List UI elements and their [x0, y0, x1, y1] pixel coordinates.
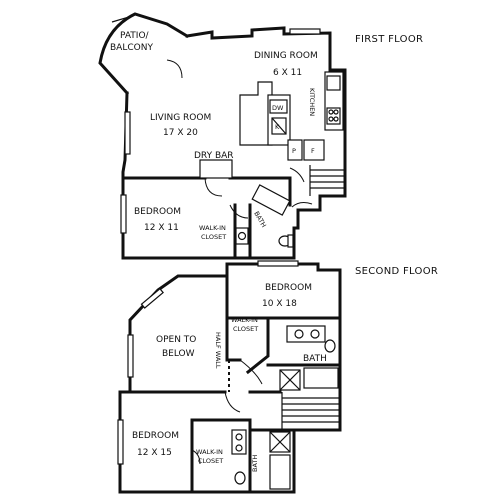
closet-b-label-line2: CLOSET	[198, 457, 223, 465]
second-floor-stairs	[281, 392, 340, 430]
pantry-label: P	[292, 147, 296, 155]
second-north-window	[257, 260, 299, 267]
patio-wall	[98, 12, 190, 96]
range	[326, 75, 341, 91]
closet-a-label-line1: WALK-IN	[231, 316, 258, 324]
open-to-below-line1: OPEN TO	[156, 335, 196, 345]
bedroom-south-wall	[192, 226, 296, 260]
bedroom-window	[120, 194, 127, 234]
closet-b-wall	[190, 418, 252, 494]
bedroom-b-label: BEDROOM	[132, 431, 179, 441]
patio-label-line2: BALCONY	[110, 43, 153, 53]
k-label: K	[275, 123, 280, 131]
pantry	[287, 139, 303, 161]
kitchen-island	[239, 81, 273, 146]
bath-north-wall	[256, 176, 292, 207]
dining-window	[289, 28, 321, 35]
closet-1-label-line1: WALK-IN	[199, 224, 226, 232]
open-west-window	[127, 334, 134, 378]
fridge	[303, 139, 325, 161]
kitchen-label: KITCHEN	[308, 88, 316, 116]
bedroom-b-west-window	[117, 419, 124, 465]
closet-1-label-line2: CLOSET	[201, 233, 226, 241]
second-floor-outer-wall	[118, 262, 342, 494]
bath-a-wall	[266, 316, 342, 367]
living-room-size: 17 X 20	[163, 128, 198, 138]
sink	[326, 107, 341, 125]
bath-sink	[235, 227, 249, 245]
bedroom-a-label: BEDROOM	[265, 283, 312, 293]
dining-room-label: DINING ROOM	[254, 51, 318, 61]
open-window-angled	[140, 287, 164, 309]
dining-room-size: 6 X 11	[273, 68, 302, 78]
patio-label-line1: PATIO/	[120, 31, 150, 41]
bedroom-1-label: BEDROOM	[134, 207, 181, 217]
second-floor-title: SECOND FLOOR	[355, 266, 438, 277]
bath-b-label: BATH	[251, 455, 259, 472]
fridge-label: F	[311, 147, 315, 155]
first-floor-plan	[98, 12, 347, 260]
first-floor-stairs	[309, 165, 345, 196]
closet-a-label-line2: CLOSET	[233, 325, 258, 333]
closet-a-wall	[225, 316, 270, 375]
patio-window	[111, 15, 133, 23]
half-wall-label: HALF WALL	[214, 332, 222, 369]
living-window	[124, 111, 131, 155]
bath-a-label: BATH	[303, 354, 327, 364]
second-floor-plan	[117, 260, 342, 494]
stair-east-wall	[292, 200, 322, 230]
bathtub	[251, 184, 291, 216]
bedroom-b-size: 12 X 15	[137, 448, 172, 458]
bedroom-1-size: 12 X 11	[144, 223, 179, 233]
dry-bar-counter	[199, 159, 233, 179]
bath-a-tub	[303, 367, 339, 389]
bedroom-a-west-wall	[225, 262, 242, 362]
bedroom-a-size: 10 X 18	[262, 299, 297, 309]
living-room-label: LIVING ROOM	[150, 113, 211, 123]
closet-b-label-line1: WALK-IN	[196, 448, 223, 456]
first-floor-title: FIRST FLOOR	[355, 34, 423, 45]
bath-b-tub	[269, 454, 291, 490]
first-floor-outer-wall	[185, 26, 347, 204]
dishwasher	[269, 99, 288, 114]
open-to-below-line2: BELOW	[162, 349, 195, 359]
bath-1-label: BATH	[252, 210, 268, 229]
dishwasher-label: DW	[272, 104, 284, 112]
dry-bar-label: DRY BAR	[194, 151, 234, 161]
